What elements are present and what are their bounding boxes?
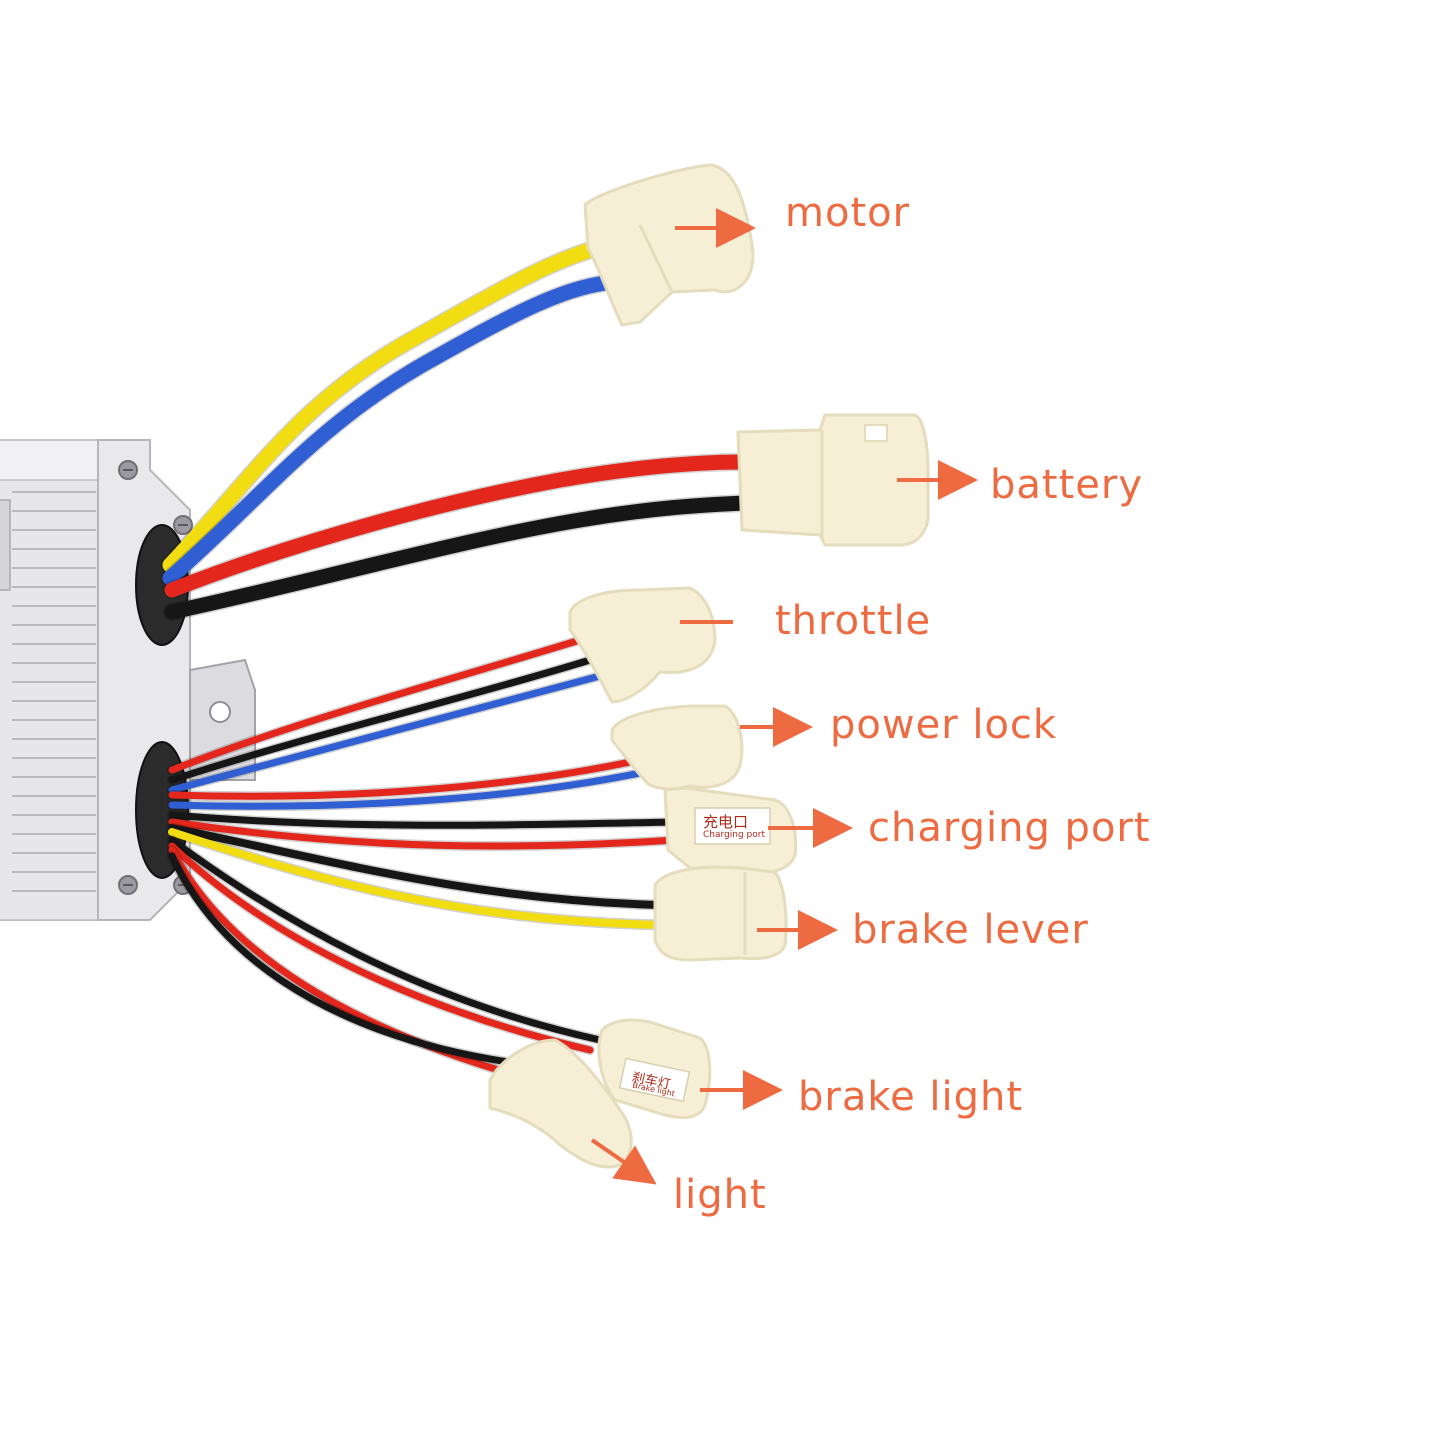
- wire-lever-yellow: [168, 828, 664, 929]
- bracket-hole: [209, 701, 231, 723]
- arrow-light: [590, 1138, 657, 1185]
- wire-charge-black: [168, 811, 679, 829]
- connectors-group: [488, 163, 930, 1169]
- wire-charge-red: [168, 818, 679, 850]
- charging-port-tag-subtext: Charging port: [703, 830, 765, 840]
- wire-lever-black: [168, 824, 664, 909]
- wire-light-black: [168, 852, 534, 1069]
- battery-latch: [864, 424, 888, 442]
- throttle-connector: [568, 586, 717, 704]
- wire-battery-red: [164, 454, 753, 598]
- motor-connector: [583, 163, 755, 327]
- wire-throttle-black: [168, 656, 594, 784]
- label-battery: battery: [990, 462, 1143, 508]
- callout-arrows: [590, 208, 978, 1185]
- brake-lever-connector: [653, 865, 788, 962]
- label-light: light: [673, 1172, 767, 1218]
- label-brake-lever: brake lever: [852, 907, 1089, 953]
- label-throttle: throttle: [775, 598, 932, 644]
- wire-motor-yellow: [162, 237, 618, 573]
- wire-brakelight-red: [168, 842, 594, 1054]
- label-charging-port: charging port: [868, 805, 1151, 851]
- wire-light-red: [168, 846, 519, 1079]
- wire-brakelight-black: [168, 836, 604, 1044]
- wire-lock-red: [168, 756, 644, 800]
- wire-throttle-red: [168, 636, 584, 774]
- charging-port-tag-text: 充电口: [703, 813, 749, 831]
- charging-tag: [694, 807, 771, 845]
- wire-lock-blue: [168, 768, 649, 810]
- battery-connector: [736, 413, 930, 547]
- wire-throttle-blue: [168, 672, 604, 794]
- housing-label-plate: [0, 499, 11, 591]
- label-power-lock: power lock: [830, 702, 1058, 748]
- wire-motor-blue: [162, 274, 623, 586]
- label-motor: motor: [785, 190, 911, 236]
- wire-battery-black: [164, 495, 753, 620]
- power-lock-connector: [610, 704, 744, 791]
- wire-battery-red-outline: [163, 453, 754, 599]
- light-connector: [488, 1038, 633, 1169]
- wires-group: [161, 236, 754, 1080]
- brake-light-tag: [618, 1057, 691, 1103]
- motor-connector-seam: [638, 224, 674, 293]
- label-brake-light: brake light: [798, 1074, 1024, 1120]
